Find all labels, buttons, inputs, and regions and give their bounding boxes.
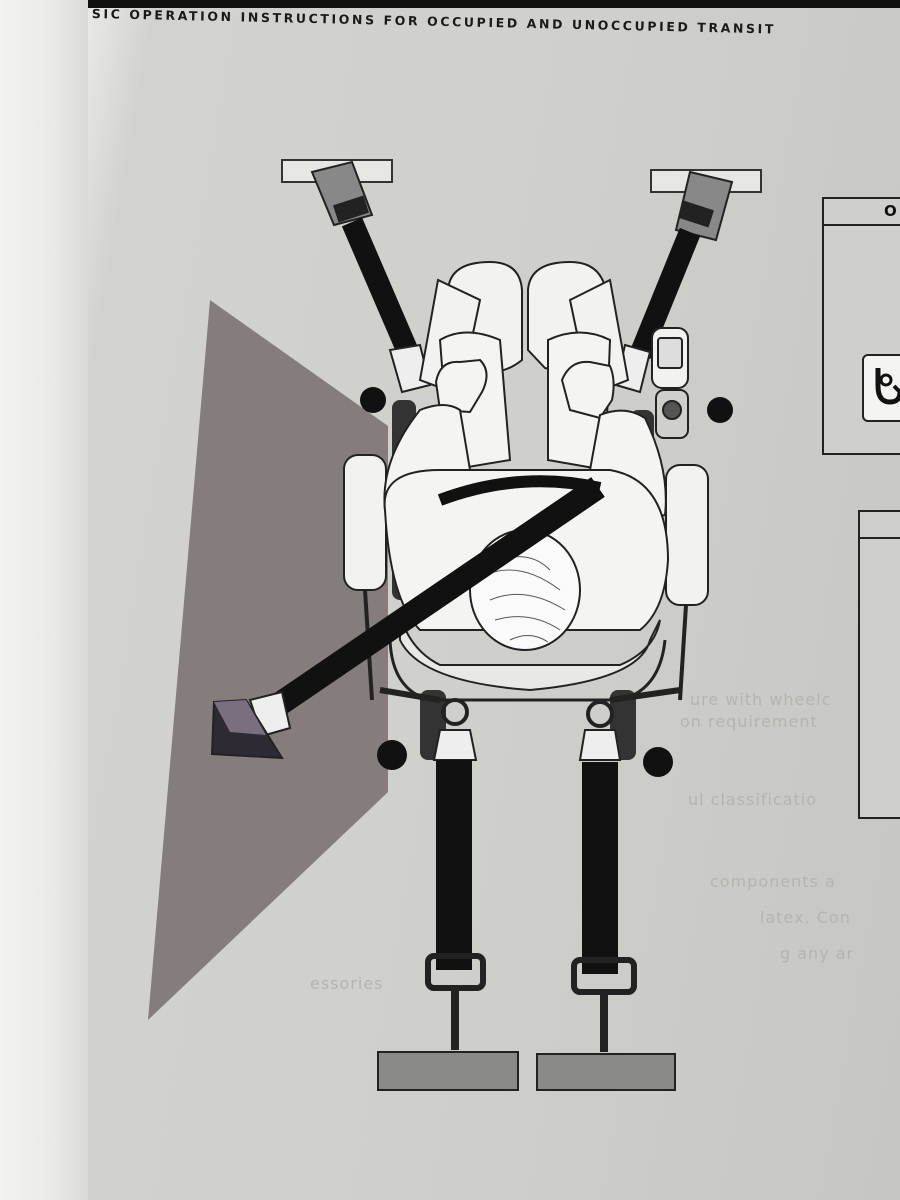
ghost-text-1: ure with wheelc — [690, 690, 832, 709]
front-left-tiedown-strap — [310, 160, 432, 394]
right-panel-bottom-header — [860, 512, 900, 539]
ghost-text-2: on requirement — [680, 712, 818, 731]
facing-page-edge — [0, 0, 88, 1200]
wheel-marker-rear-right — [643, 747, 673, 777]
joystick-controller — [651, 327, 689, 439]
rear-right-frame — [609, 687, 681, 703]
right-panel-top-header: O — [824, 199, 900, 226]
right-panel-top: O — [822, 197, 900, 455]
belt-floor-anchor-highlight — [214, 700, 266, 735]
rear-right-tiedown-strap — [536, 700, 676, 1091]
front-right-tiedown-strap — [614, 170, 734, 394]
right-armrest — [665, 464, 709, 606]
wheel-marker-front-right — [707, 397, 733, 423]
left-armrest — [343, 454, 387, 591]
ghost-text-7: essories — [310, 974, 384, 993]
lap-shoulder-belt — [248, 475, 605, 738]
rear-left-frame — [379, 687, 441, 703]
ghost-text-4: components a — [710, 872, 836, 891]
vehicle-wall-shade — [148, 300, 388, 1020]
wheel-marker-rear-left — [377, 740, 407, 770]
hook-icon — [862, 354, 900, 422]
occupant-hands — [434, 358, 615, 420]
right-armrest-post — [678, 604, 688, 701]
ghost-text-6: g any ar — [780, 944, 855, 963]
rear-left-tiedown-strap — [377, 698, 519, 1091]
right-panel-bottom — [858, 510, 900, 819]
ghost-text-5: latex. Con — [760, 908, 851, 927]
header-bar — [88, 0, 900, 8]
ghost-text-3: ul classificatio — [688, 790, 818, 809]
wheel-marker-front-left — [360, 387, 386, 413]
seat-frame — [388, 639, 667, 702]
